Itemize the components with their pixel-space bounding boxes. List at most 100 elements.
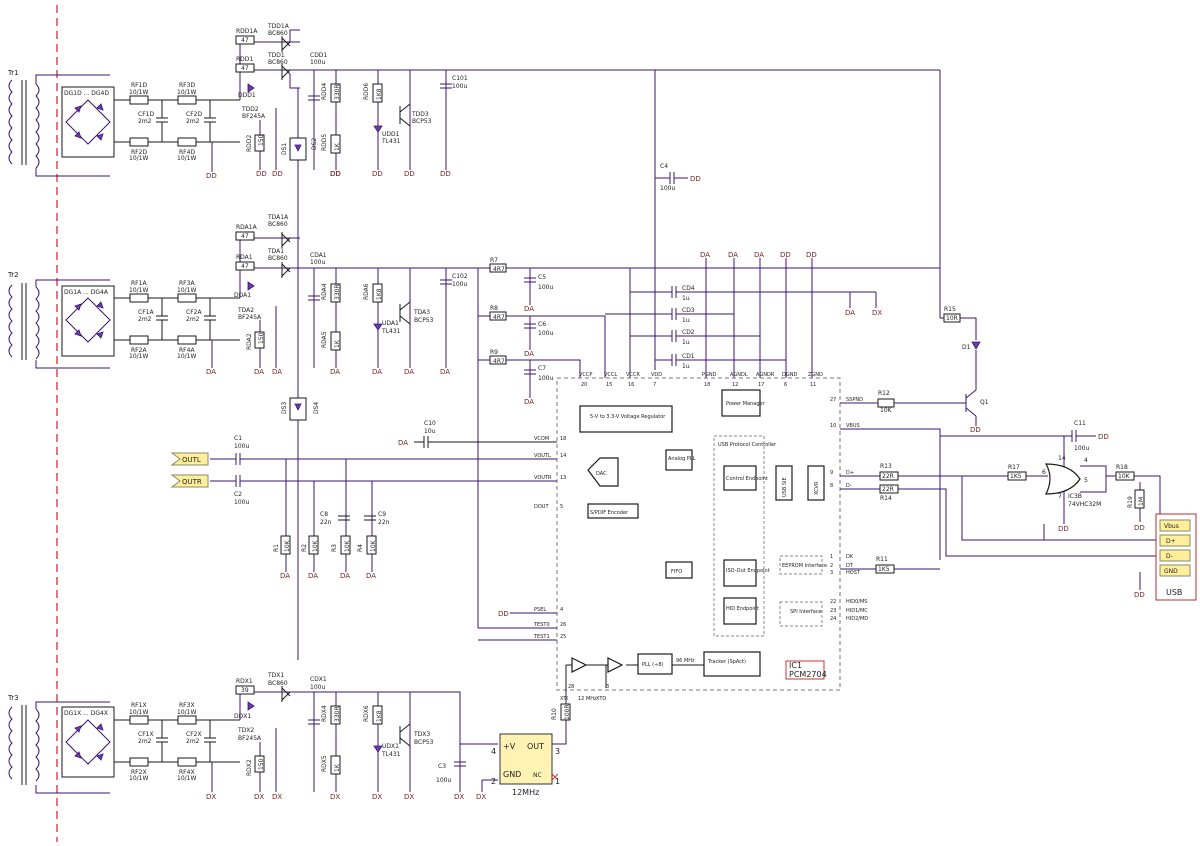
ic1-pin-vdd: VDD [651, 372, 662, 378]
ic1-pin-num: 18 [560, 436, 566, 442]
svg-text:R12: R12 [878, 390, 890, 397]
svg-text:DS1: DS1 [281, 143, 288, 155]
svg-text:100u: 100u [538, 375, 553, 382]
svg-text:RF4D: RF4D [179, 149, 195, 156]
svg-text:TDA1: TDA1 [267, 248, 284, 255]
svg-text:CF1D: CF1D [138, 111, 154, 118]
svg-text:R18: R18 [1116, 464, 1128, 471]
pm-label: Power Manager [726, 401, 766, 407]
svg-text:100u: 100u [234, 499, 249, 506]
svg-text:DA: DA [754, 251, 764, 259]
svg-text:2m2: 2m2 [186, 738, 200, 745]
iso-label: ISO-Out Endpoint [726, 568, 770, 574]
outl-label: OUTL [182, 456, 201, 464]
svg-text:RDX6: RDX6 [363, 705, 370, 722]
apll-label: Analog PLL [668, 456, 696, 462]
svg-text:RDX1: RDX1 [236, 678, 253, 685]
svg-text:10/1W: 10/1W [129, 353, 148, 360]
svg-text:10R: 10R [946, 315, 958, 322]
svg-text:UDD1: UDD1 [382, 131, 400, 138]
svg-text:1K8: 1K8 [376, 288, 383, 300]
ic1-top-pins: VCCP20VCCL15VCCR16VDD7PGND18AGNDL12AGNDR… [579, 372, 823, 388]
ic1-pin-num: 22 [830, 599, 836, 605]
svg-text:47: 47 [241, 65, 249, 72]
ic1-pin-vccl: VCCL [604, 372, 617, 378]
svg-text:TDX3: TDX3 [413, 731, 430, 738]
ic1-pin-host: HOST [846, 570, 861, 576]
svg-text:3: 3 [555, 747, 560, 756]
svg-text:R17: R17 [1008, 464, 1020, 471]
svg-text:10/1W: 10/1W [129, 775, 148, 782]
svg-text:R7: R7 [490, 257, 498, 264]
svg-text:DX: DX [206, 793, 216, 801]
svg-text:DDA1: DDA1 [234, 292, 251, 299]
svg-text:RF4A: RF4A [179, 347, 195, 354]
svg-text:4R7: 4R7 [493, 358, 505, 365]
svg-text:+V: +V [503, 742, 516, 751]
svg-text:1K: 1K [334, 142, 341, 151]
ic1-pin-num: 23 [830, 608, 836, 614]
svg-text:22R: 22R [882, 486, 894, 493]
svg-text:1u: 1u [682, 339, 690, 346]
svg-text:RDA1A: RDA1A [236, 224, 258, 231]
transformer-tr3: Tr3 [7, 694, 110, 794]
svg-text:DDX1: DDX1 [234, 713, 251, 720]
svg-text:100u: 100u [310, 59, 325, 66]
svg-text:RDA5: RDA5 [321, 331, 328, 348]
svg-text:CDX1: CDX1 [310, 676, 327, 683]
svg-text:47: 47 [241, 263, 249, 270]
svg-text:RDD5: RDD5 [321, 134, 328, 151]
svg-text:100u: 100u [436, 777, 451, 784]
svg-text:47: 47 [241, 233, 249, 240]
svg-text:330R: 330R [334, 284, 341, 300]
svg-text:DA: DA [254, 368, 264, 376]
svg-text:DA: DA [524, 305, 534, 313]
svg-text:Vbus: Vbus [1164, 523, 1179, 530]
svg-text:DA: DA [206, 368, 216, 376]
svg-text:DD: DD [1058, 525, 1069, 533]
svg-text:RDA2: RDA2 [246, 333, 253, 350]
svg-text:R1: R1 [273, 544, 280, 552]
ic1-pin-num: 10 [830, 423, 836, 429]
svg-text:DA: DA [700, 251, 710, 259]
svg-text:GND: GND [1164, 568, 1178, 575]
svg-text:6: 6 [1042, 469, 1046, 476]
svg-text:RF3X: RF3X [179, 702, 195, 709]
svg-text:4R7: 4R7 [493, 266, 505, 273]
svg-text:TL431: TL431 [381, 751, 401, 758]
svg-text:DX: DX [330, 793, 340, 801]
svg-text:R10: R10 [551, 708, 558, 720]
svg-text:R2: R2 [301, 544, 308, 552]
svg-text:DX: DX [872, 309, 882, 317]
svg-text:100u: 100u [452, 83, 467, 90]
svg-text:D+: D+ [1166, 538, 1176, 545]
ic1-pin-num: 9 [830, 470, 833, 476]
ic1-pin-agndr: AGNDR [756, 372, 775, 378]
ic1-pin-num: 18 [704, 382, 710, 388]
svg-text:2m2: 2m2 [186, 316, 200, 323]
ic1-pin-num: 6 [784, 382, 787, 388]
svg-text:28: 28 [568, 684, 574, 690]
svg-text:C6: C6 [538, 321, 546, 328]
svg-text:D1: D1 [962, 344, 971, 351]
svg-text:14: 14 [1058, 455, 1066, 462]
ic1-pin-hid2md: HID2/MD [846, 616, 868, 622]
svg-text:DD: DD [206, 172, 217, 180]
svg-text:DA: DA [280, 572, 290, 580]
svg-text:CD4: CD4 [682, 285, 695, 292]
svg-text:DX: DX [454, 793, 464, 801]
ic1-pin-vccp: VCCP [579, 372, 592, 378]
svg-text:XCVR: XCVR [814, 481, 820, 495]
ic1-pin-num: 8 [830, 483, 833, 489]
svg-text:1: 1 [555, 777, 560, 786]
svg-text:DDD1: DDD1 [238, 92, 256, 99]
svg-text:TDD2: TDD2 [241, 106, 259, 113]
svg-text:DA: DA [404, 368, 414, 376]
svg-text:22n: 22n [320, 519, 332, 526]
ic1-part: PCM2704 [789, 670, 827, 679]
